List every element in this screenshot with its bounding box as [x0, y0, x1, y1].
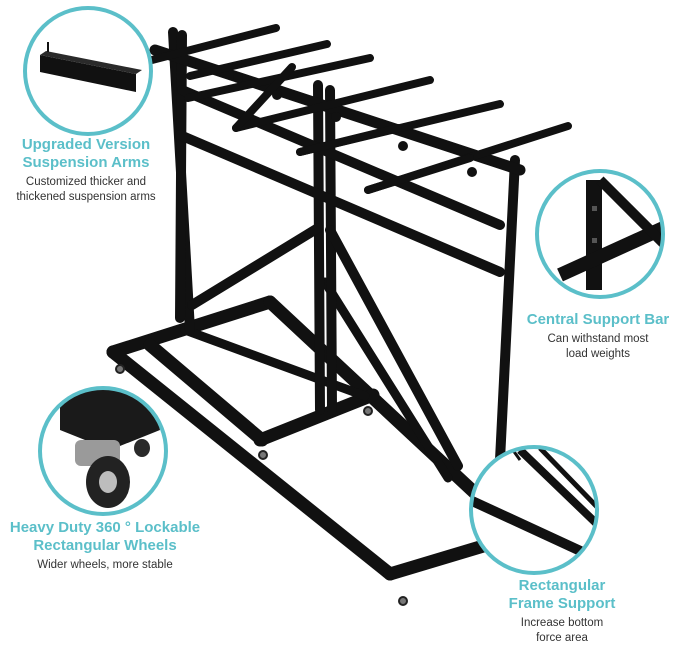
detail-suspension-arm [23, 6, 153, 136]
detail-frame-support [469, 445, 599, 575]
feature-frame-support: Rectangular Frame Support Increase botto… [470, 577, 654, 646]
feature-title: Rectangular Frame Support [508, 577, 616, 612]
feature-description: Wider wheels, more stable [37, 559, 173, 571]
detail-central-support-bar [535, 169, 665, 299]
feature-central-support-bar: Central Support Bar Can withstand most l… [516, 311, 679, 362]
feature-wheels: Heavy Duty 360 ° Lockable Rectangular Wh… [0, 519, 210, 573]
feature-title: Central Support Bar [526, 311, 670, 328]
feature-suspension-arms: Upgraded Version Suspension Arms Customi… [2, 136, 170, 205]
arm-brackets [188, 59, 477, 177]
side-rails [175, 85, 505, 471]
feature-description: Increase bottom force area [520, 617, 604, 644]
feature-description: Can withstand most load weights [547, 333, 649, 360]
detail-wheel [38, 386, 168, 516]
feature-title: Upgraded Version Suspension Arms [21, 136, 151, 171]
feature-title: Heavy Duty 360 ° Lockable Rectangular Wh… [9, 519, 201, 554]
garment-rack [106, 24, 572, 606]
base-frame [106, 295, 527, 581]
feature-description: Customized thicker and thickened suspens… [16, 176, 156, 203]
suspension-arms [148, 24, 572, 194]
